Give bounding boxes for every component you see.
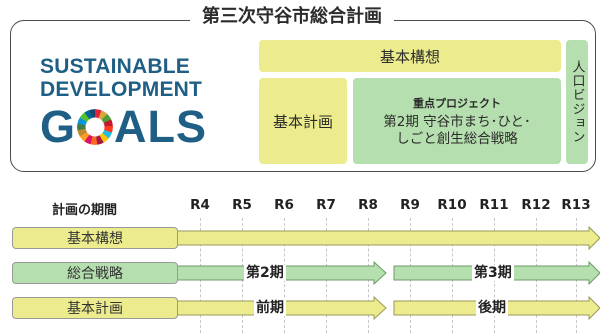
- strategy-period-2-label: 第2期: [244, 265, 286, 281]
- sdg-line-1: SUSTAINABLE: [40, 55, 190, 78]
- year-label: R6: [274, 197, 294, 213]
- basic-plan-box: 基本計画: [259, 78, 347, 164]
- priority-project-heading: 重点プロジェクト: [413, 96, 501, 110]
- priority-project-box: 重点プロジェクト 第2期 守谷市まち･ひと･ しごと創生総合戦略: [353, 78, 561, 164]
- sdg-als: ALS: [114, 101, 208, 152]
- plan-first-label: 前期: [254, 300, 286, 316]
- priority-project-line-1: 第2期 守谷市まち･ひと･: [383, 113, 531, 130]
- plan-title: 第三次守谷市総合計画: [190, 4, 394, 30]
- year-label: R13: [561, 197, 591, 213]
- timeline-header: 計画の期間: [52, 203, 118, 218]
- population-vision-box: 人口ビジョン: [566, 40, 588, 164]
- row-basic-concept: 基本構想: [12, 227, 178, 249]
- row-comprehensive-strategy: 総合戦略: [12, 262, 178, 284]
- year-label: R4: [190, 197, 210, 213]
- year-label: R7: [316, 197, 336, 213]
- plan-second-label: 後期: [476, 300, 508, 316]
- sdg-line-3: G ALS: [40, 103, 250, 151]
- basic-concept-arrow: [159, 225, 600, 251]
- sdg-line-2: DEVELOPMENT: [40, 78, 203, 101]
- sdg-logo: SUSTAINABLE DEVELOPMENT G ALS: [40, 55, 250, 151]
- basic-concept-box: 基本構想: [259, 40, 561, 72]
- row-basic-plan: 基本計画: [12, 297, 178, 319]
- sdg-g: G: [40, 101, 77, 152]
- sdg-wheel-icon: [77, 109, 114, 145]
- strategy-period-3-label: 第3期: [472, 265, 514, 281]
- priority-project-line-2: しごと創生総合戦略: [396, 130, 518, 147]
- year-label: R12: [521, 197, 551, 213]
- year-label: R9: [400, 197, 420, 213]
- year-label: R11: [479, 197, 509, 213]
- year-label: R5: [232, 197, 252, 213]
- year-label: R10: [437, 197, 467, 213]
- year-label: R8: [358, 197, 378, 213]
